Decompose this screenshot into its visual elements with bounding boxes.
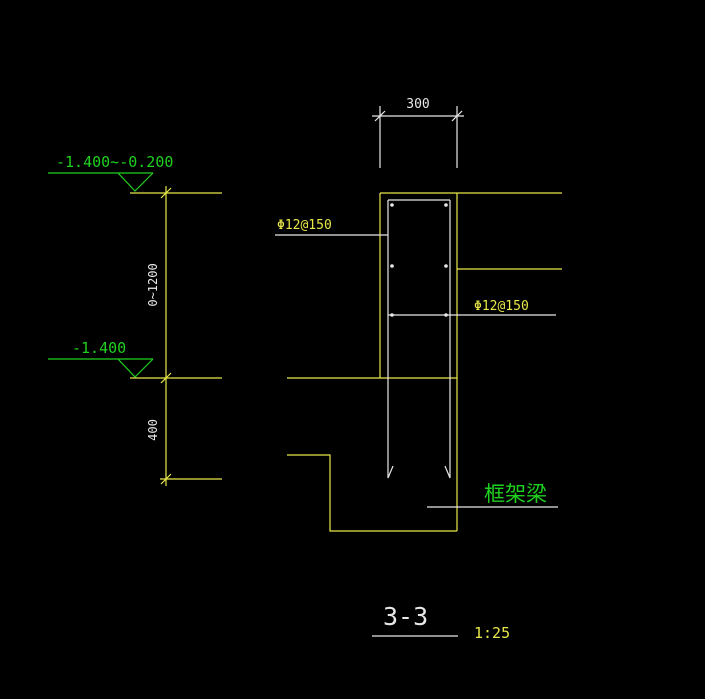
section-title-text: 3-3 bbox=[383, 602, 428, 631]
rebar-dot bbox=[390, 264, 394, 268]
vertical-dimension: 0~1200 400 bbox=[130, 186, 222, 486]
elevation-top-triangle bbox=[117, 172, 154, 192]
elevation-bottom-triangle bbox=[117, 358, 154, 378]
vertical-dim-top-text: 0~1200 bbox=[146, 263, 160, 306]
scale-text: 1:25 bbox=[474, 624, 510, 642]
wall-right-step bbox=[456, 193, 562, 270]
rebar-dot bbox=[390, 203, 394, 207]
beam-bottom-outline bbox=[287, 454, 457, 532]
rebar-annotation-right: Φ12@150 bbox=[388, 299, 556, 316]
rebar-left bbox=[387, 200, 394, 479]
reinforcement bbox=[387, 199, 451, 479]
rebar-right bbox=[444, 200, 451, 479]
section-title: 3-3 1:25 bbox=[372, 602, 510, 642]
section-outline bbox=[287, 192, 562, 532]
elevation-top: -1.400~-0.200 bbox=[48, 153, 173, 192]
member-annotation: 框架梁 bbox=[427, 482, 558, 508]
member-label: 框架梁 bbox=[484, 482, 547, 506]
elevation-bottom-text: -1.400 bbox=[72, 339, 126, 357]
vertical-dim-bottom-text: 400 bbox=[146, 419, 160, 441]
dim-tick-left bbox=[374, 110, 386, 122]
vertical-tick-bottom bbox=[160, 473, 172, 485]
vertical-tick-top bbox=[160, 187, 172, 199]
rebar-annotation-left: Φ12@150 bbox=[275, 218, 388, 236]
dim-tick-right bbox=[451, 110, 463, 122]
elevation-top-text: -1.400~-0.200 bbox=[56, 153, 173, 171]
dim-width-text: 300 bbox=[406, 97, 429, 112]
rebar-label-left: Φ12@150 bbox=[277, 218, 332, 233]
elevation-bottom: -1.400 bbox=[48, 339, 154, 378]
rebar-dot bbox=[444, 203, 448, 207]
vertical-tick-mid bbox=[160, 372, 172, 384]
rebar-label-right: Φ12@150 bbox=[474, 299, 529, 314]
width-dimension: 300 bbox=[372, 97, 464, 168]
rebar-dot bbox=[444, 264, 448, 268]
